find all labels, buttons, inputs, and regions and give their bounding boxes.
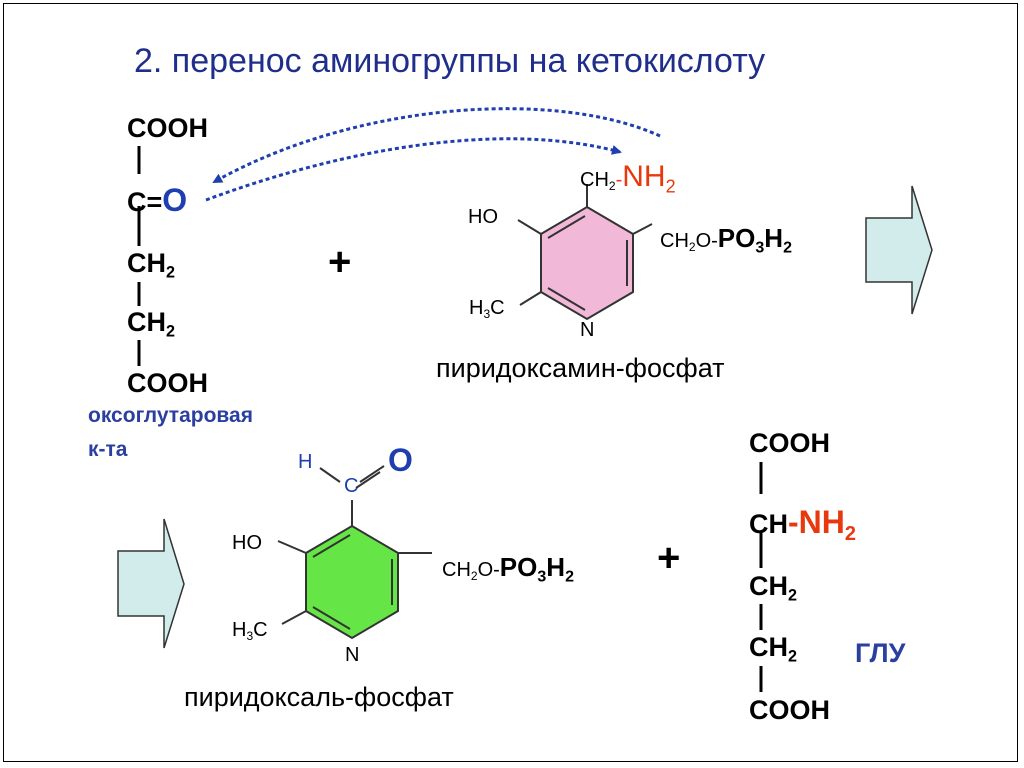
pm-h3c: H3C bbox=[469, 297, 505, 322]
pyridoxamine-ring bbox=[540, 205, 634, 321]
oxo-name-line1: оксоглутаровая bbox=[88, 404, 253, 427]
transfer-arrow-to-ketoacid bbox=[212, 107, 661, 184]
pl-aldehyde-h: H bbox=[298, 451, 313, 473]
slide-title: 2. перенос аминогруппы на кетокислоту bbox=[134, 42, 766, 80]
transfer-arrow-to-pyridoxamine bbox=[205, 137, 622, 202]
glu-cooh-top: COOH bbox=[749, 428, 830, 458]
pm-ho: HO bbox=[468, 206, 498, 228]
block-arrow-bottom bbox=[117, 518, 185, 649]
slide-frame bbox=[3, 3, 1018, 762]
oxo-name-line2: к-та bbox=[88, 438, 128, 461]
pm-caption: пиридоксамин-фосфат bbox=[436, 353, 725, 383]
glu-cooh-bottom: COOH bbox=[749, 695, 830, 725]
glu-ch-nh2: CH-NH2 bbox=[749, 504, 856, 545]
glu-name: ГЛУ bbox=[855, 638, 906, 668]
block-arrow-top bbox=[865, 185, 933, 315]
pl-h3c: H3C bbox=[232, 619, 268, 644]
oxo-ch2-a: CH2 bbox=[127, 248, 176, 282]
pl-ch2o-po3h2: CH2O-PO3H2 bbox=[442, 552, 574, 586]
oxo-carbonyl: C=O bbox=[127, 182, 188, 218]
oxo-cooh-top: COOH bbox=[127, 113, 208, 143]
pm-ring-n: N bbox=[580, 319, 595, 341]
pl-aldehyde-c: C bbox=[344, 475, 359, 497]
pl-aldehyde-o: O bbox=[388, 442, 413, 478]
oxo-ch2-b: CH2 bbox=[127, 307, 176, 341]
pl-ring-n: N bbox=[345, 644, 360, 666]
pyridoxal-bonds bbox=[277, 465, 432, 630]
glu-ch2-a: CH2 bbox=[749, 571, 798, 605]
plus-bottom: + bbox=[657, 536, 681, 580]
pm-ch2o-po3h2: CH2O-PO3H2 bbox=[660, 223, 792, 257]
oxo-oxygen: O bbox=[162, 182, 188, 218]
plus-top: + bbox=[328, 240, 352, 284]
pl-caption: пиридоксаль-фосфат bbox=[184, 682, 454, 712]
oxo-cooh-bottom: COOH bbox=[127, 368, 208, 398]
pyridoxamine-bonds bbox=[517, 184, 653, 311]
glu-ch2-b: CH2 bbox=[749, 632, 798, 666]
pm-ch2-nh2: CH2-NH2 bbox=[580, 160, 676, 197]
pl-ho: HO bbox=[232, 532, 262, 554]
pyridoxal-ring bbox=[305, 524, 399, 640]
